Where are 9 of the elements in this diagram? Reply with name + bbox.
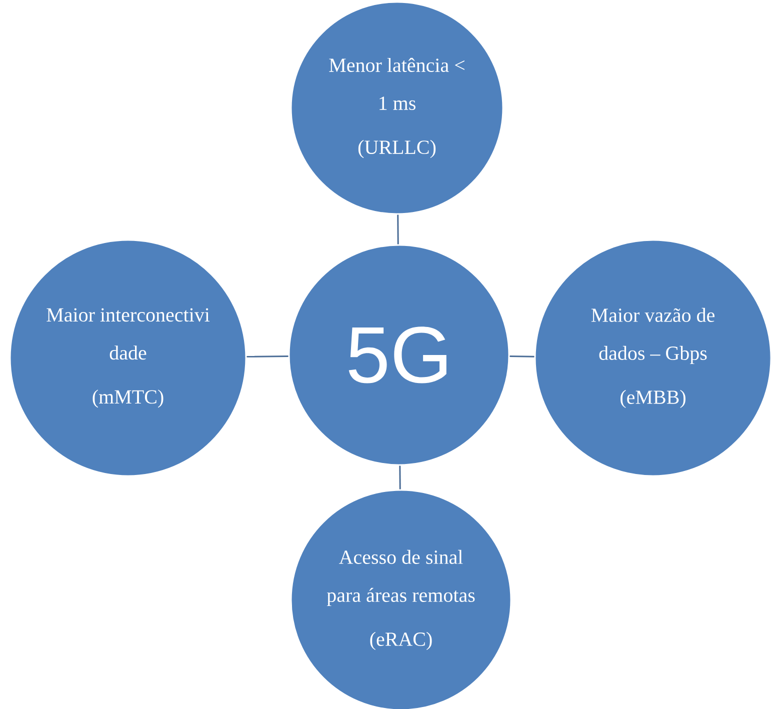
connector-line (399, 466, 401, 490)
circle-node: Maior vazão de dados – Gbps (eMBB) (534, 239, 771, 477)
circle-node: Menor latência < 1 ms (URLLC) (290, 1, 504, 215)
circle-node: 5G (288, 244, 510, 466)
connector-line (246, 355, 288, 358)
circle-node: Maior interconectivi dade (mMTC) (9, 239, 247, 477)
circle-node: Acesso de sinal para áreas remotas (eRAC) (290, 489, 512, 709)
connector-line (510, 356, 534, 358)
connector-line (397, 214, 399, 244)
